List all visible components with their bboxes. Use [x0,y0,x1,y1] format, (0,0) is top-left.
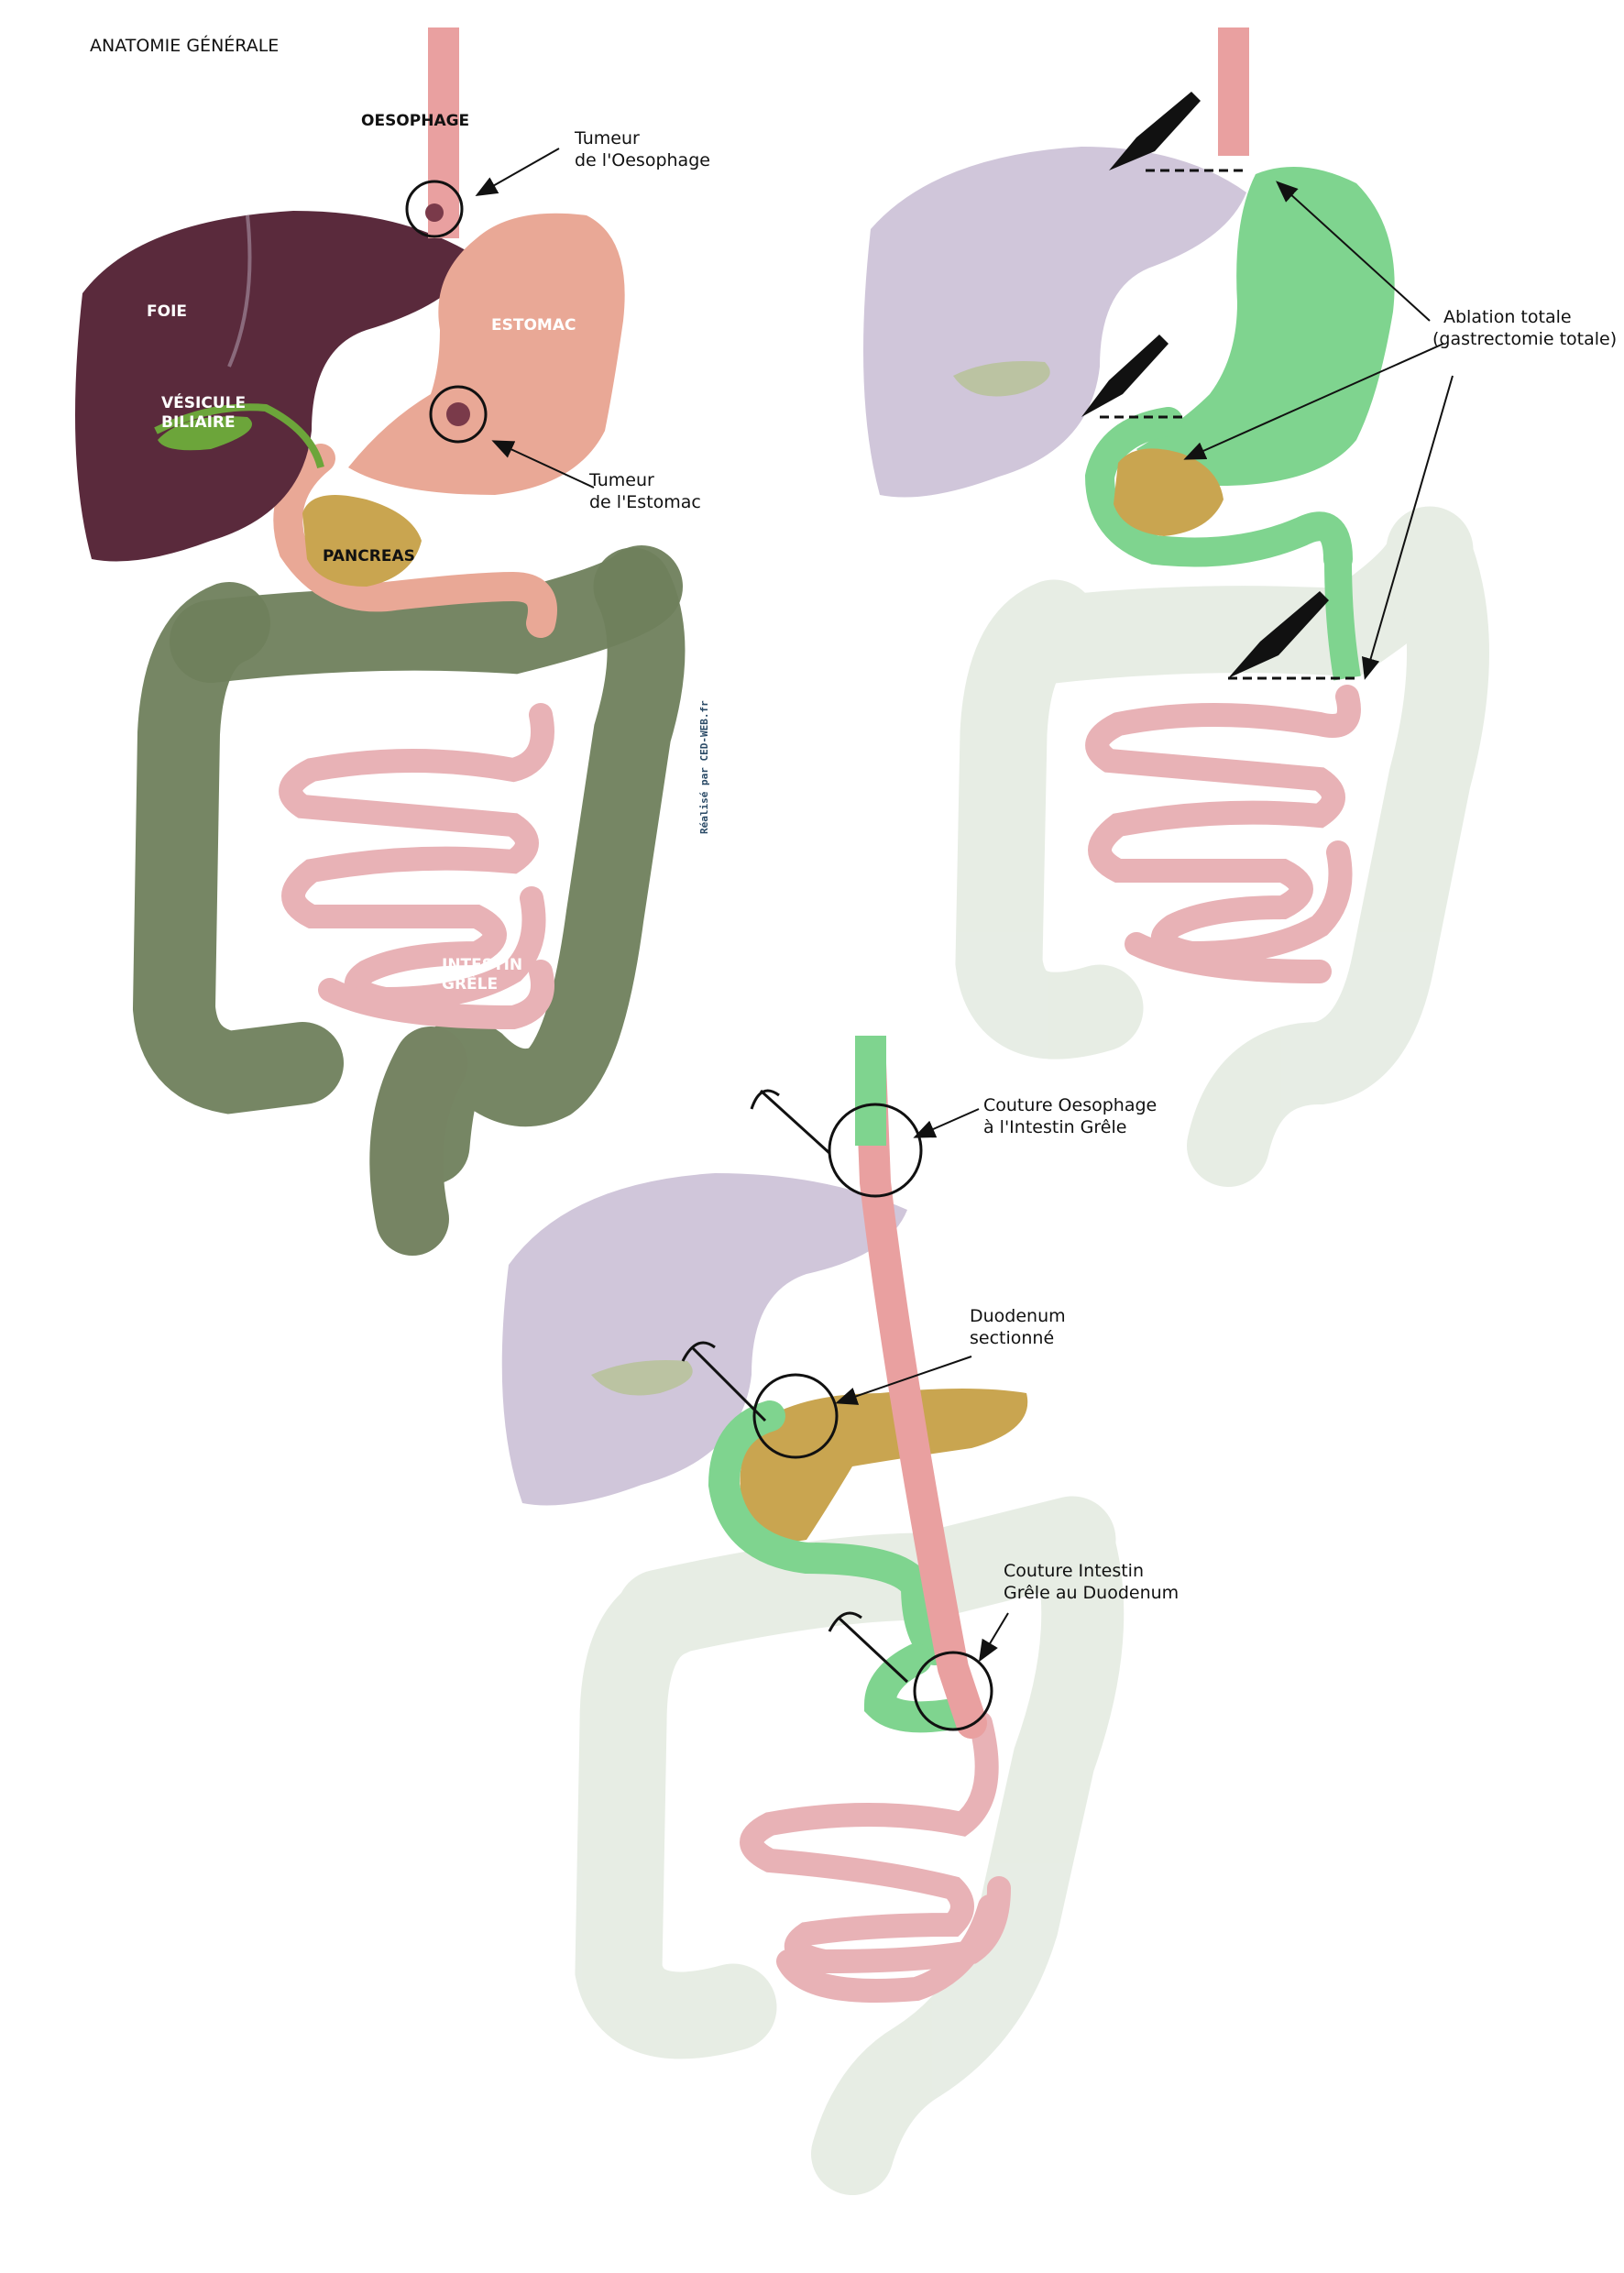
callout-couture-oesophage-1: Couture Oesophage [983,1095,1157,1115]
label-oesophage: OESOPHAGE [361,112,469,130]
callout-couture-intestin-2: Grêle au Duodenum [1004,1583,1179,1603]
callout-tumeur-oesophage-2: de l'Oesophage [575,150,710,170]
label-foie: FOIE [147,302,187,321]
label-intestin-1: INTESTIN [442,956,522,974]
tumor-stomach-mark [446,402,470,426]
suture-intestin-circle [913,1651,993,1731]
label-estomac: ESTOMAC [491,316,576,335]
callout-duodenum-1: Duodenum [970,1306,1066,1326]
stomach [348,213,625,495]
scalpel-icon [1081,335,1169,417]
label-intestin-2: GRÊLE [442,973,498,994]
callout-duodenum-2: sectionné [970,1328,1054,1348]
label-vesicule-2: BILIAIRE [161,413,236,432]
tumor-esophagus-mark [425,203,444,222]
liver [75,211,477,562]
needle-icon [750,1089,831,1155]
suture-oesophage-circle [828,1103,923,1198]
page-title: ANATOMIE GÉNÉRALE [90,35,279,56]
callout-ablation-2: (gastrectomie totale) [1432,329,1617,349]
callout-tumeur-estomac-1: Tumeur [588,470,654,490]
credit: Réalisé par CED-WEB.fr [698,700,710,834]
callout-tumeur-oesophage-1: Tumeur [574,128,640,148]
label-colon: COLON [332,701,392,719]
panel-reconstruction: Couture Oesophage à l'Intestin Grêle Duo… [501,1036,1179,2195]
callout-couture-intestin-1: Couture Intestin [1004,1561,1144,1581]
panel-ablation: Ablation totale (gastrectomie totale) [863,27,1617,1187]
label-vesicule-1: VÉSICULE [161,392,246,412]
scalpel-icon [1109,92,1201,170]
pancreas [302,495,422,587]
duodenum [273,444,557,638]
colon [132,545,686,1256]
tumor-esophagus-circle [405,180,464,238]
callout-couture-oesophage-2: à l'Intestin Grêle [983,1117,1126,1137]
needle-icon [828,1611,909,1684]
small-intestine [279,703,554,1030]
tumor-stomach-circle [429,385,488,444]
callout-tumeur-estomac-2: de l'Estomac [589,492,701,512]
needle-icon [681,1341,767,1422]
scalpel-icon [1228,591,1329,678]
gallbladder [158,416,252,451]
callout-ablation-1: Ablation totale [1443,307,1572,327]
duodenum-circle [752,1373,839,1459]
label-pancreas: PANCREAS [323,547,415,566]
panel-anatomy: OESOPHAGE FOIE ESTOMAC VÉSICULE BILIAIRE… [75,27,710,1256]
